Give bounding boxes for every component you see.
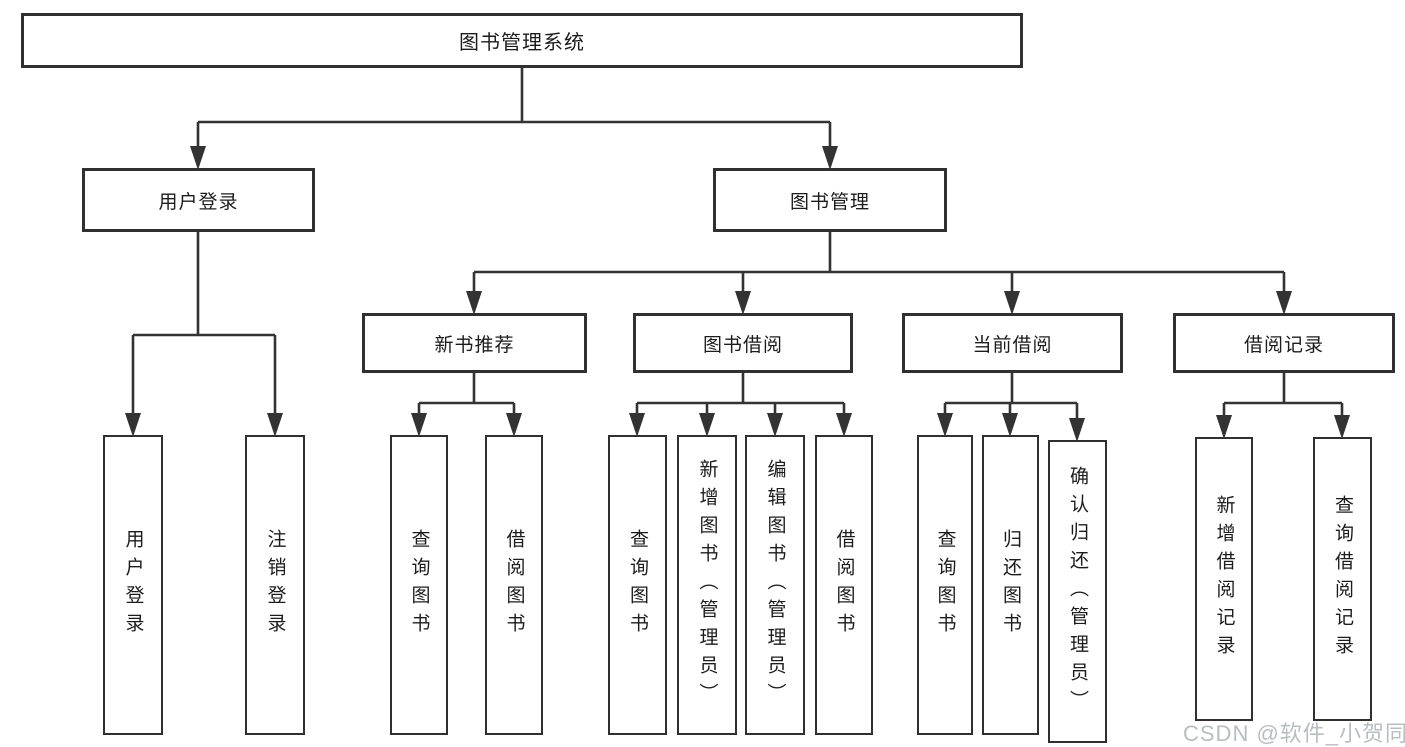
- node-user-login: 用户登录: [82, 168, 315, 232]
- leaf-bb-query-books: 查询图书: [608, 435, 667, 735]
- leaf-br-query-record: 查询借阅记录: [1313, 437, 1372, 721]
- leaf-bb-edit-books-admin: 编辑图书（管理员）: [745, 435, 805, 735]
- leaf-cb-confirm-return-admin: 确认归还（管理员）: [1048, 440, 1107, 743]
- leaf-br-add-record: 新增借阅记录: [1195, 437, 1253, 721]
- leaf-bb-add-books-admin: 新增图书（管理员）: [677, 435, 737, 735]
- leaf-logout: 注销登录: [245, 435, 305, 735]
- node-new-book-recommend: 新书推荐: [362, 313, 587, 373]
- leaf-user-login: 用户登录: [103, 435, 163, 735]
- csdn-watermark: CSDN @软件_小贺同学: [1183, 721, 1405, 746]
- node-book-borrow: 图书借阅: [633, 313, 853, 373]
- node-book-management: 图书管理: [713, 168, 947, 232]
- leaf-nb-query-books: 查询图书: [390, 435, 448, 735]
- node-root-system: 图书管理系统: [21, 13, 1023, 68]
- node-current-borrow: 当前借阅: [902, 313, 1123, 373]
- leaf-nb-borrow-books: 借阅图书: [485, 435, 543, 735]
- node-borrow-records: 借阅记录: [1173, 313, 1395, 373]
- leaf-cb-query-books: 查询图书: [917, 435, 973, 735]
- leaf-cb-return-books: 归还图书: [982, 435, 1039, 735]
- leaf-bb-borrow-books: 借阅图书: [815, 435, 873, 735]
